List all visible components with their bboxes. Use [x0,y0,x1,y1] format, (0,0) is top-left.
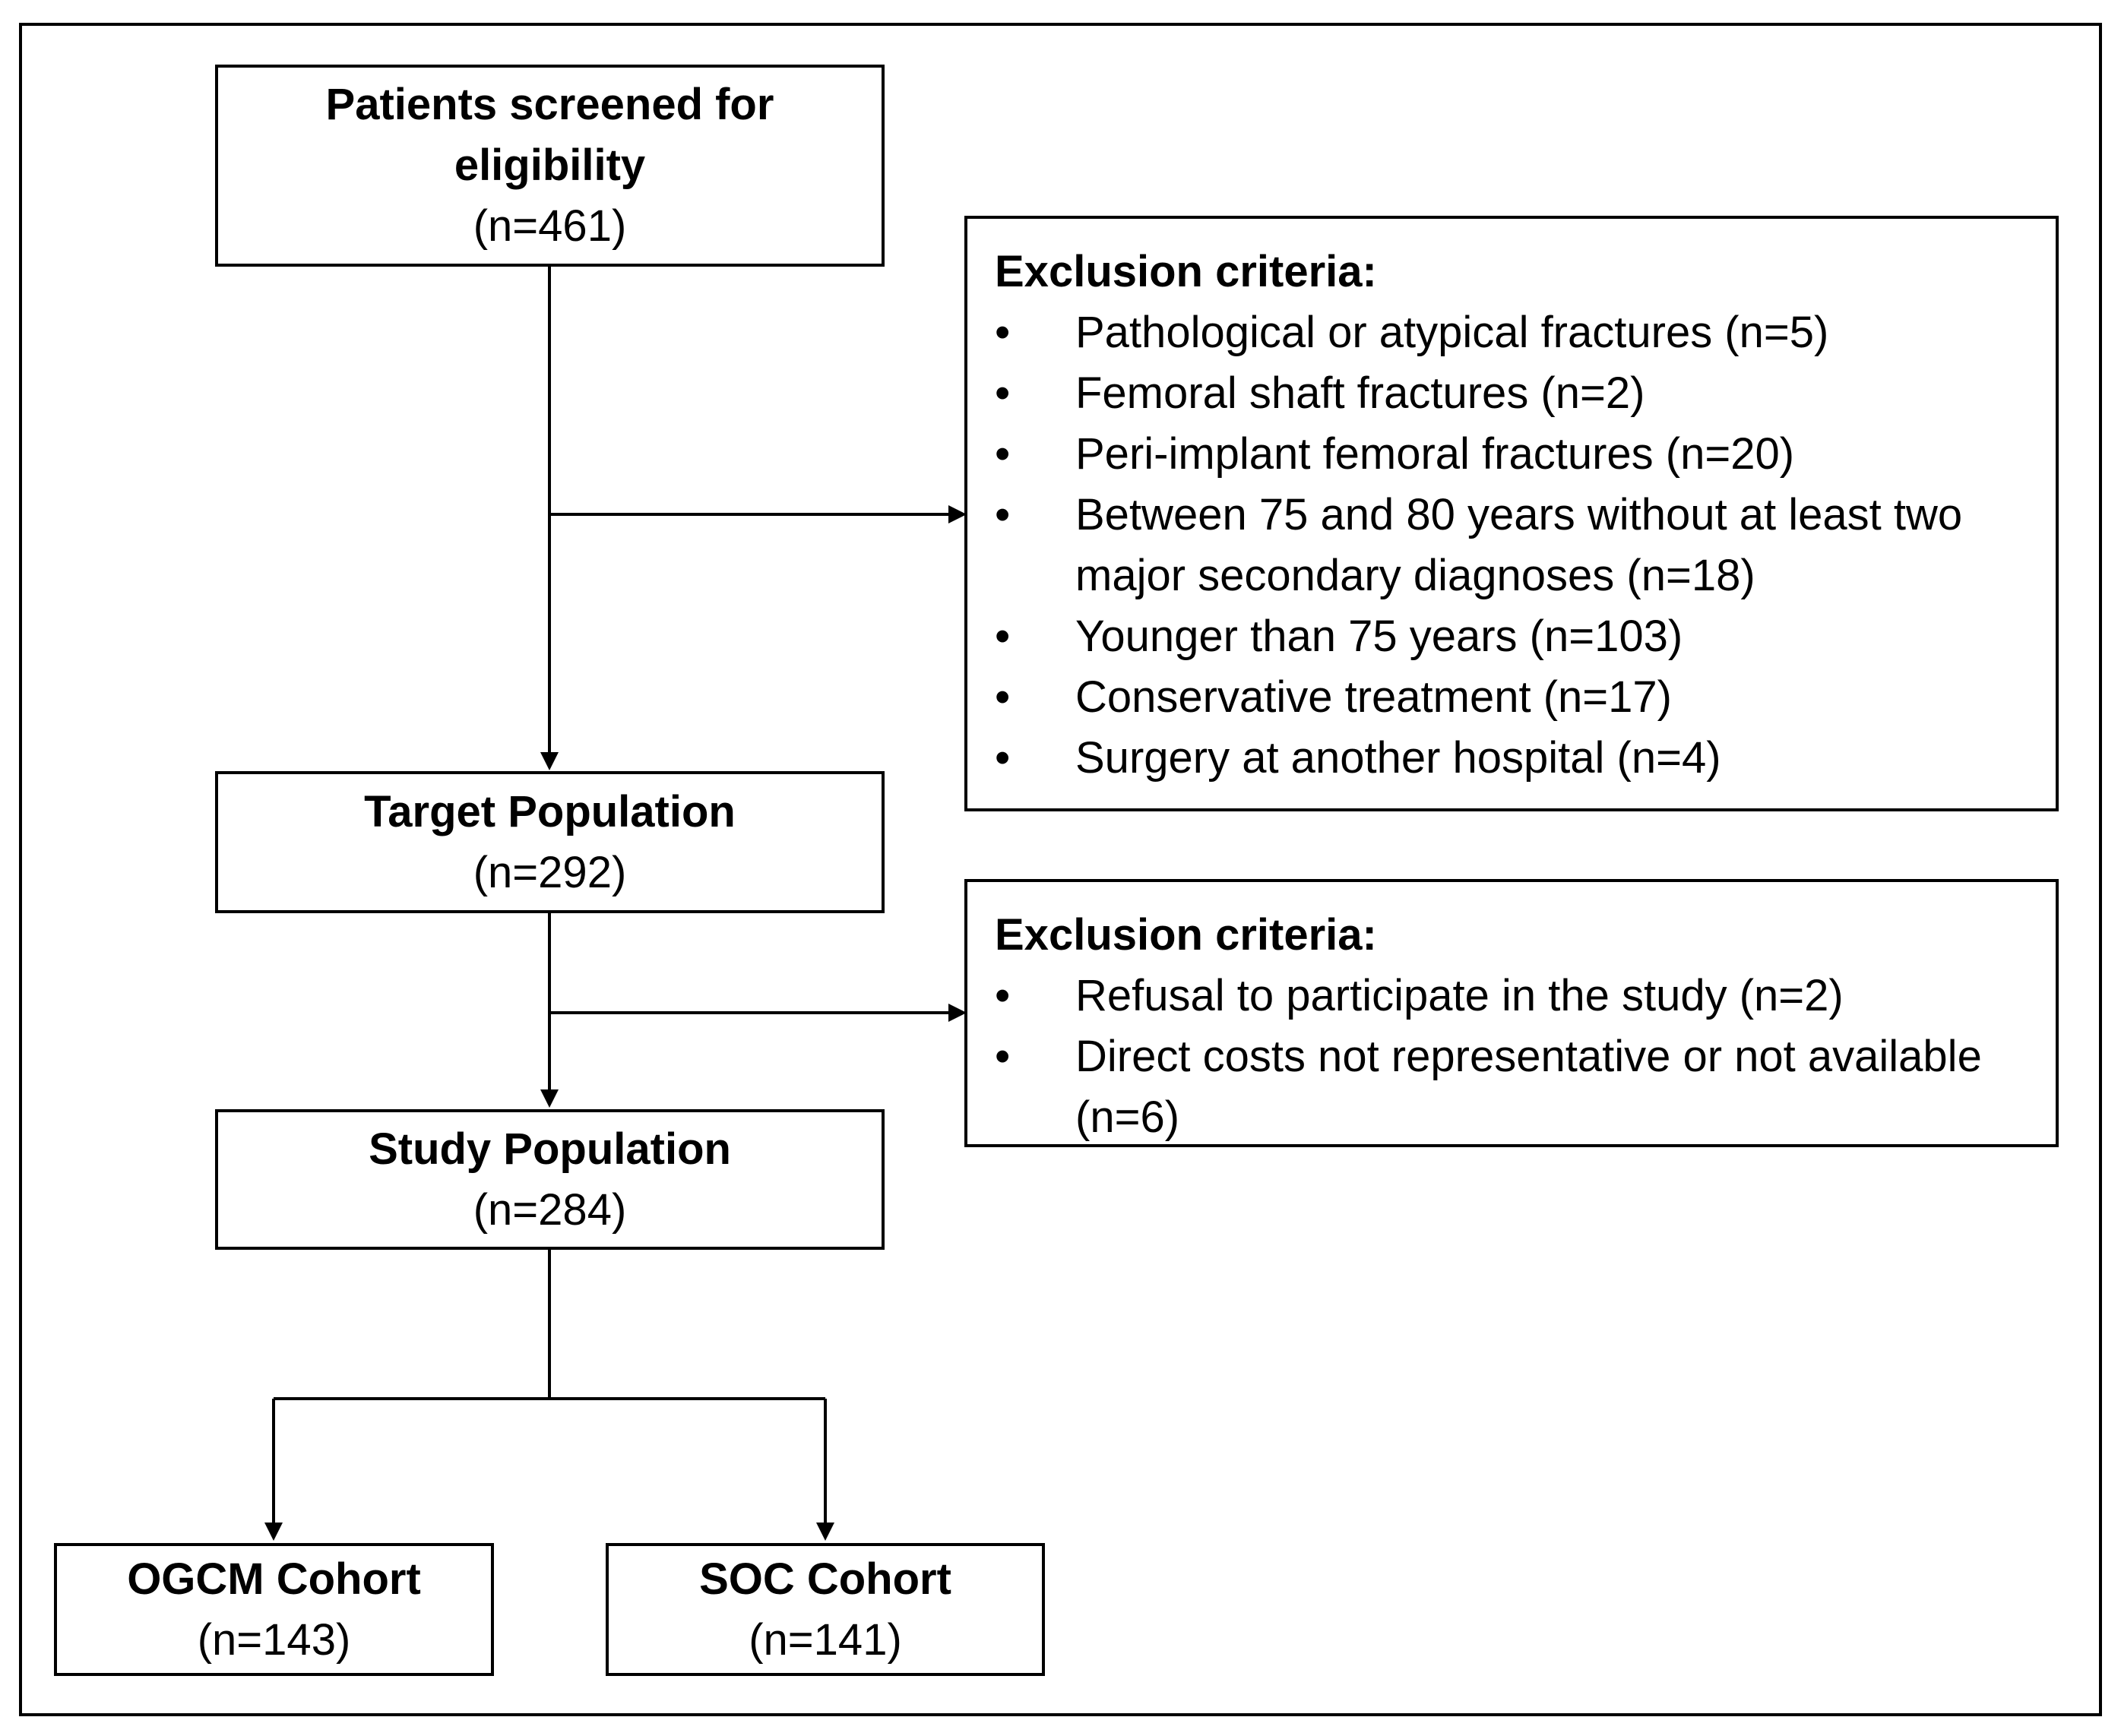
exclusion-1-item-text: Peri-implant femoral fractures (n=20) [1075,429,1795,479]
exclusion-1-item: • Femoral shaft fractures (n=2) [995,363,2028,424]
exclusion-2-heading: Exclusion criteria: [995,910,1377,960]
node-screened-title-line2: eligibility [454,141,646,190]
exclusion-1-item-text: Femoral shaft fractures (n=2) [1075,368,1645,418]
bullet-icon: • [995,490,1011,539]
node-study-count: (n=284) [473,1184,627,1235]
node-screened-title-line1: Patients screened for [325,80,774,129]
exclusion-1-item-text: Younger than 75 years (n=103) [1075,612,1683,661]
node-study: Study Population (n=284) [215,1109,885,1250]
node-soc-title: SOC Cohort [699,1554,951,1604]
exclusion-1-list: • Pathological or atypical fractures (n=… [995,302,2028,789]
exclusion-2-item: • Refusal to participate in the study (n… [995,966,2028,1026]
bullet-icon: • [995,308,1011,357]
exclusion-1-item: • Between 75 and 80 years without at lea… [995,485,2028,606]
bullet-icon: • [995,368,1011,418]
exclusion-1-item-text: Between 75 and 80 years without at least… [1075,490,1963,600]
exclusion-1-item: • Peri-implant femoral fractures (n=20) [995,424,2028,485]
outer-frame [19,23,2102,1716]
bullet-icon: • [995,1032,1011,1081]
exclusion-box-2: Exclusion criteria: • Refusal to partici… [964,879,2059,1147]
exclusion-box-1: Exclusion criteria: • Pathological or at… [964,216,2059,811]
exclusion-1-item: • Conservative treatment (n=17) [995,667,2028,728]
node-study-title: Study Population [369,1124,731,1174]
exclusion-1-heading: Exclusion criteria: [995,247,1377,296]
node-soc-count: (n=141) [749,1614,902,1665]
node-ogcm-cohort: OGCM Cohort (n=143) [54,1543,494,1676]
exclusion-1-item-text: Conservative treatment (n=17) [1075,672,1672,722]
bullet-icon: • [995,971,1011,1020]
exclusion-2-list: • Refusal to participate in the study (n… [995,966,2028,1148]
exclusion-1-item-text: Surgery at another hospital (n=4) [1075,733,1721,783]
node-target: Target Population (n=292) [215,771,885,913]
bullet-icon: • [995,733,1011,783]
node-soc-cohort: SOC Cohort (n=141) [606,1543,1045,1676]
exclusion-2-item-text: Direct costs not representative or not a… [1075,1032,1982,1142]
node-ogcm-count: (n=143) [197,1614,351,1665]
bullet-icon: • [995,429,1011,479]
node-ogcm-title: OGCM Cohort [127,1554,421,1604]
exclusion-1-item-text: Pathological or atypical fractures (n=5) [1075,308,1829,357]
exclusion-1-item: • Younger than 75 years (n=103) [995,606,2028,667]
node-screened: Patients screened for eligibility (n=461… [215,65,885,267]
node-target-title: Target Population [364,786,736,836]
node-screened-count: (n=461) [473,201,627,251]
exclusion-1-item: • Pathological or atypical fractures (n=… [995,302,2028,363]
exclusion-2-item: • Direct costs not representative or not… [995,1026,2028,1148]
bullet-icon: • [995,612,1011,661]
bullet-icon: • [995,672,1011,722]
exclusion-2-item-text: Refusal to participate in the study (n=2… [1075,971,1844,1020]
node-target-count: (n=292) [473,847,627,897]
exclusion-1-item: • Surgery at another hospital (n=4) [995,728,2028,789]
